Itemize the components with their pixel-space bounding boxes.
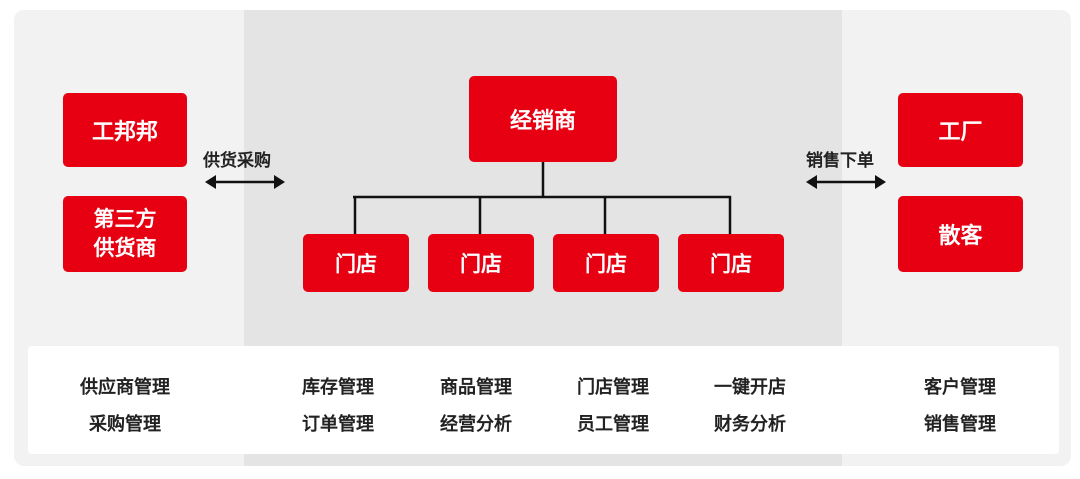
gongbangbang-box: 工邦邦 — [63, 93, 187, 167]
gongbangbang-label: 工邦邦 — [91, 120, 158, 145]
feature-business-analysis: 经营分析 — [440, 414, 512, 435]
third-party-supplier-box: 第三方 供货商 — [63, 196, 187, 272]
store-box-3: 门店 — [553, 234, 659, 292]
feature-staff-management: 员工管理 — [577, 414, 649, 435]
feature-purchase-management: 采购管理 — [89, 414, 161, 435]
feature-panel — [28, 346, 1059, 454]
supply-purchase-label: 供货采购 — [203, 151, 271, 171]
feature-sales-management: 销售管理 — [924, 414, 996, 435]
supply-double-arrow-icon — [205, 175, 285, 189]
distributor-box: 经销商 — [469, 76, 617, 162]
store-label-1: 门店 — [335, 252, 377, 276]
feature-supplier-management: 供应商管理 — [80, 377, 170, 398]
feature-one-click-open-store: 一键开店 — [714, 377, 786, 398]
feature-order-management: 订单管理 — [302, 414, 374, 435]
store-label-2: 门店 — [460, 252, 502, 276]
factory-box: 工厂 — [898, 93, 1023, 167]
store-label-4: 门店 — [710, 252, 752, 276]
store-box-2: 门店 — [428, 234, 534, 292]
store-label-3: 门店 — [585, 252, 627, 276]
store-box-4: 门店 — [678, 234, 784, 292]
third-party-supplier-label: 第三方 供货商 — [93, 207, 157, 260]
feature-inventory-management: 库存管理 — [302, 377, 374, 398]
sales-double-arrow-icon — [806, 175, 886, 189]
feature-product-management: 商品管理 — [440, 377, 512, 398]
retail-customer-label: 散客 — [938, 224, 983, 249]
feature-store-management: 门店管理 — [577, 377, 649, 398]
feature-customer-management: 客户管理 — [924, 377, 996, 398]
distributor-label: 经销商 — [509, 109, 576, 134]
factory-label: 工厂 — [938, 120, 983, 145]
feature-financial-analysis: 财务分析 — [714, 414, 786, 435]
retail-customer-box: 散客 — [898, 196, 1023, 272]
store-box-1: 门店 — [303, 234, 409, 292]
sales-order-label: 销售下单 — [806, 151, 874, 171]
